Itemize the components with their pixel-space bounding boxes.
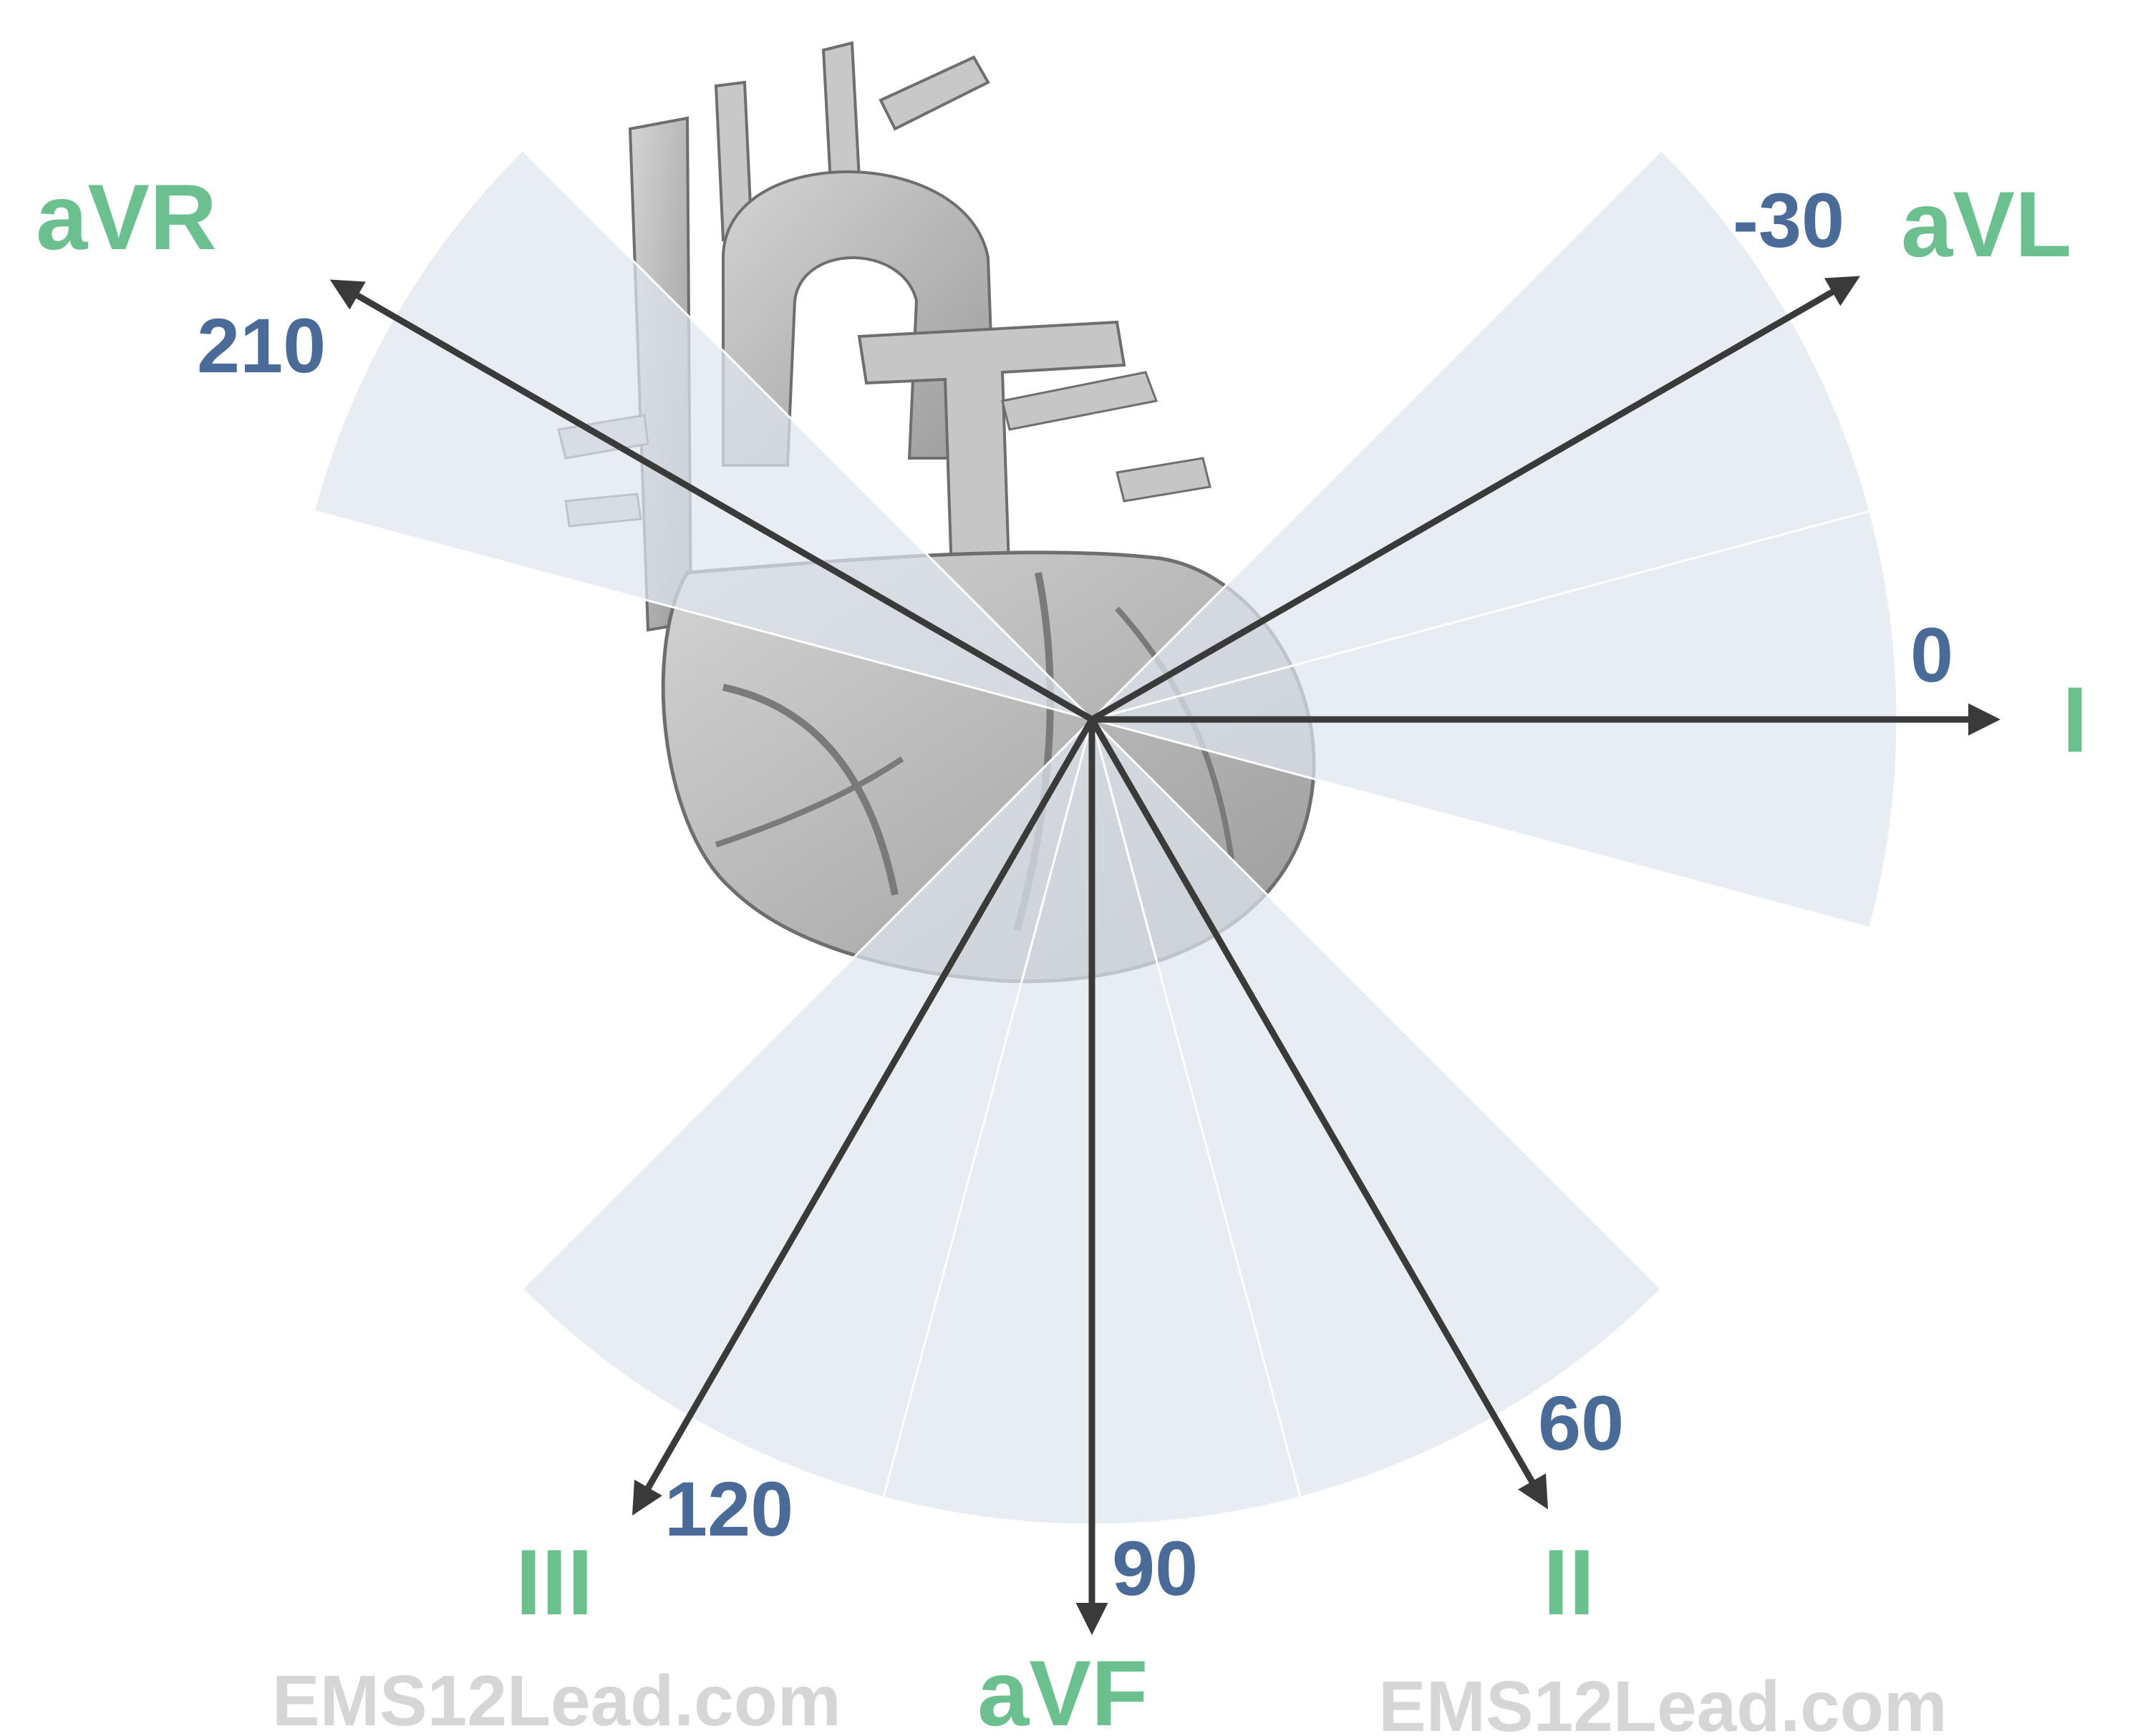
axis-wedge-layer [312, 148, 1899, 1526]
lead-arrow-iii [632, 717, 1095, 1516]
degree-label-60: 60 [1538, 1379, 1624, 1466]
lead-label-iii: III [516, 1530, 593, 1634]
watermark-right: EMS12Lead.com [1378, 1667, 1948, 1736]
lead-label-avf: aVF [977, 1641, 1148, 1736]
lead-label-ii: II [1543, 1530, 1595, 1634]
lead-arrow-avl [1090, 276, 1861, 722]
lead-arrow-avr [329, 279, 1094, 722]
degree-label-90: 90 [1112, 1525, 1198, 1611]
lead-label-avr: aVR [36, 165, 217, 269]
degree-label-0: 0 [1910, 611, 1953, 698]
lead-label-avl: aVL [1901, 172, 2071, 276]
lead-label-i: I [2062, 667, 2088, 772]
degree-label-minus-30: -30 [1733, 177, 1844, 263]
degree-label-210: 210 [197, 302, 326, 389]
watermark-left: EMS12Lead.com [272, 1661, 841, 1736]
lead-arrow-ii [1089, 717, 1548, 1510]
lead-arrow-layer [329, 276, 2001, 1635]
degree-label-120: 120 [664, 1465, 793, 1552]
